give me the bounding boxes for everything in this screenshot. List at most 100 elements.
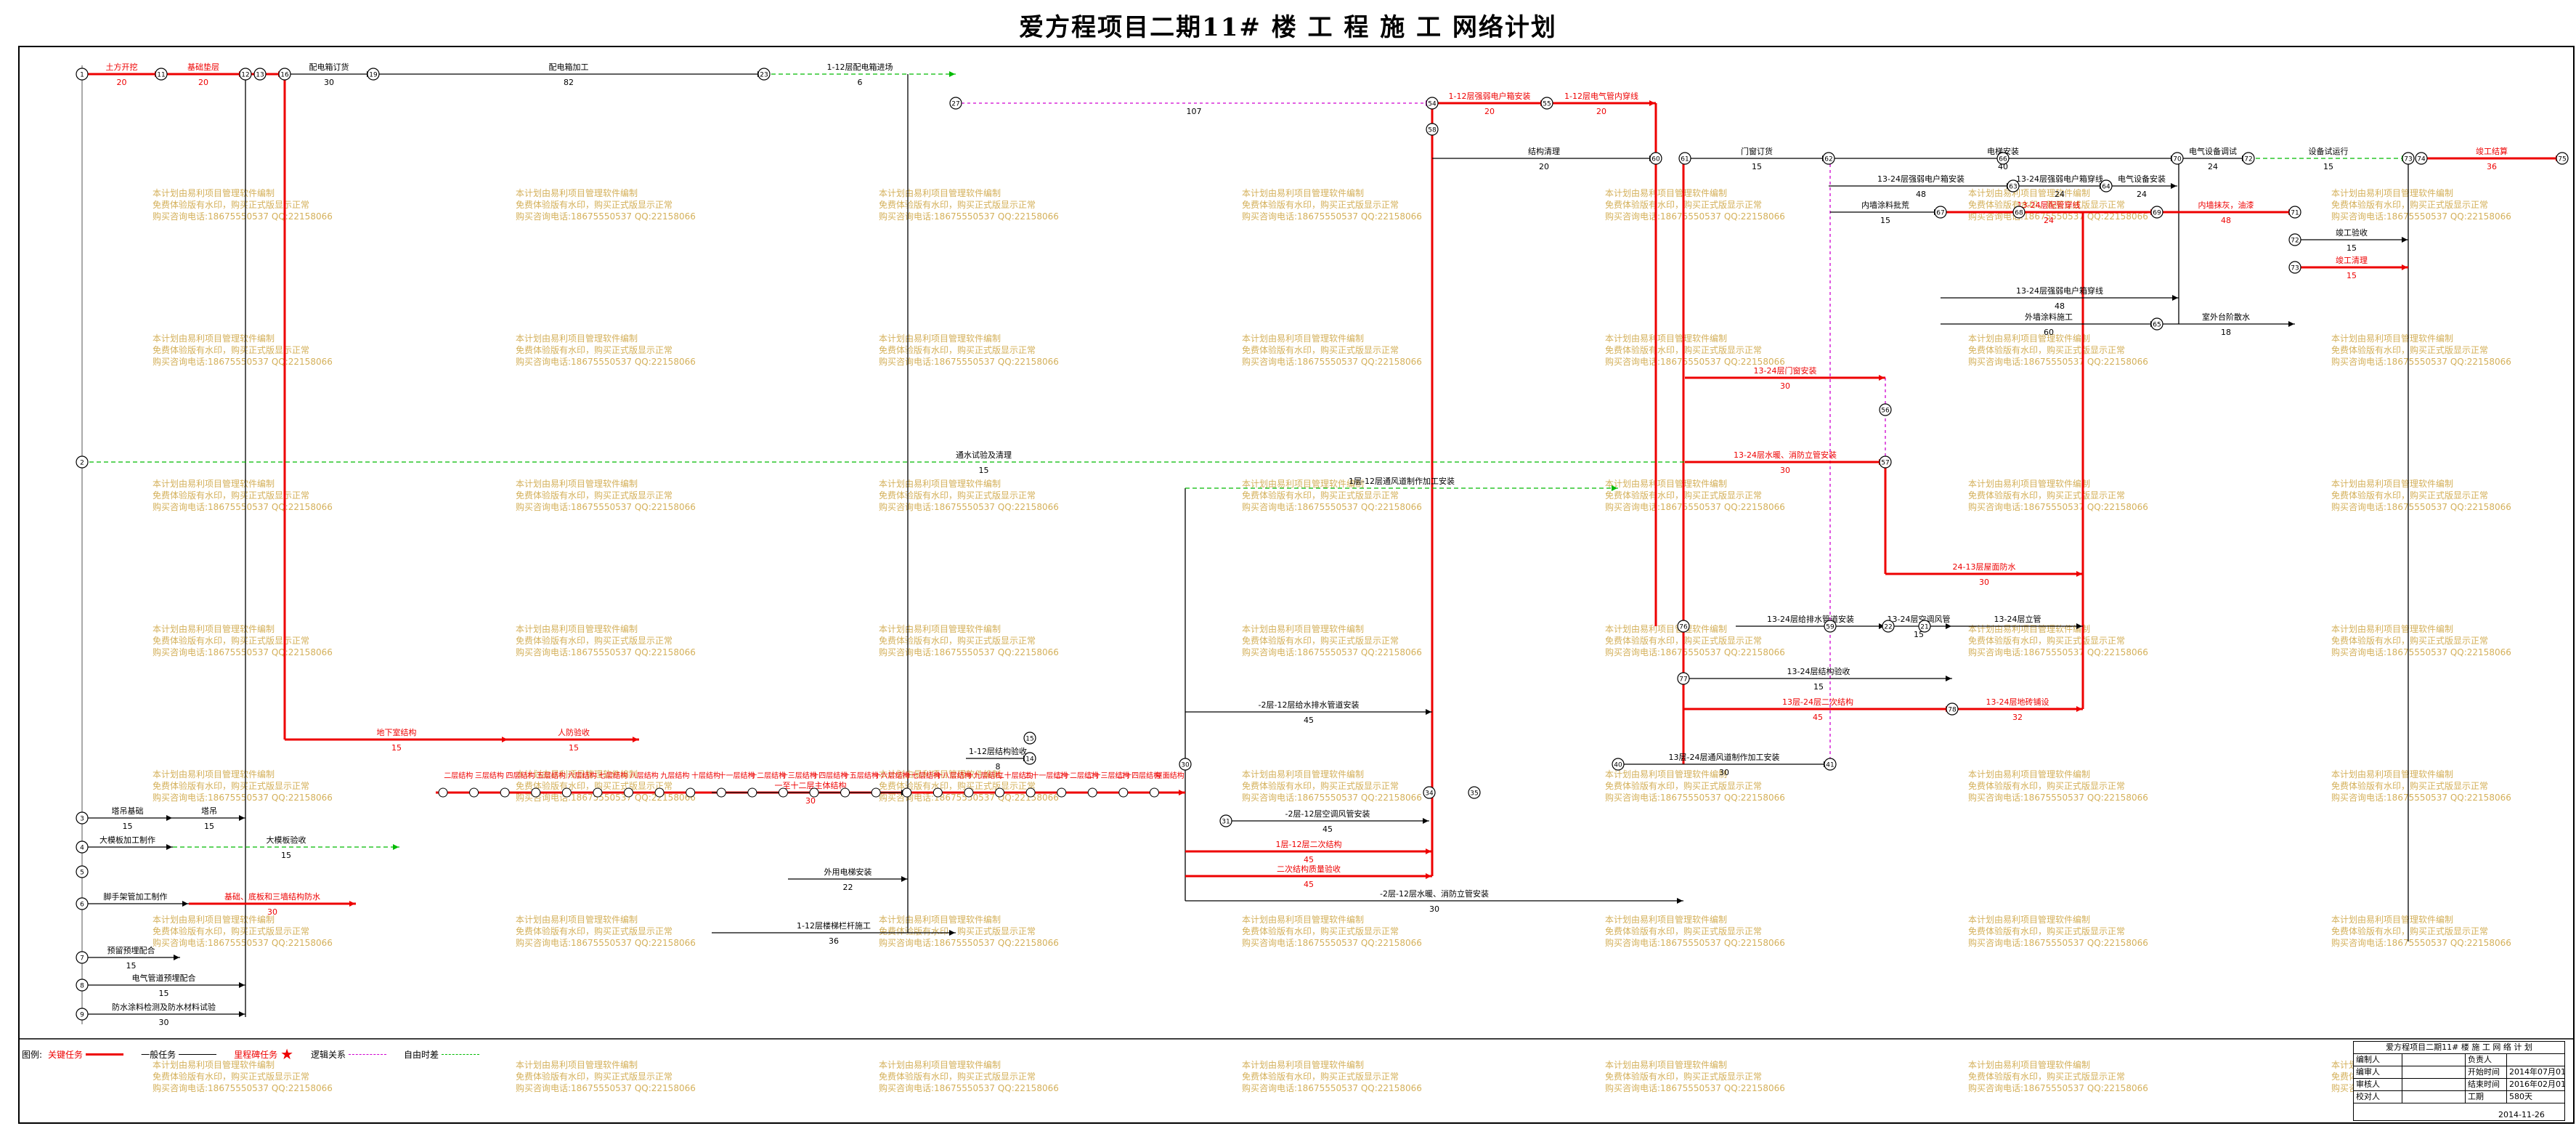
network-node[interactable]: 60 [1649,152,1662,165]
network-node[interactable]: 66 [1996,152,2010,165]
floor-structure-label: 十七层结构 [904,771,940,780]
floor-node[interactable] [686,787,696,798]
network-node[interactable]: 22 [1882,620,1895,633]
network-node[interactable]: 3 [76,811,89,825]
floor-node[interactable] [438,787,448,798]
node-circle [1426,97,1439,110]
network-node[interactable]: 59 [1824,620,1837,633]
floor-node[interactable] [871,787,881,798]
node-circle [2415,152,2428,165]
floor-node[interactable] [902,787,912,798]
floor-node[interactable] [1087,787,1097,798]
end-label: 结束时间 [2466,1079,2507,1090]
network-node[interactable]: 72 [2242,152,2255,165]
activity-label: 结构清理 [1528,146,1560,156]
floor-node[interactable] [716,787,726,798]
network-node[interactable]: 7 [76,951,89,964]
floor-node[interactable] [778,787,788,798]
network-node[interactable]: 69 [2150,206,2163,219]
network-node[interactable]: 56 [1879,403,1892,416]
node-number: 9 [80,1012,84,1019]
network-node[interactable]: 63 [2007,179,2020,193]
network-node[interactable]: 70 [2171,152,2184,165]
network-node[interactable]: 9 [76,1008,89,1021]
arrow-head [1423,818,1429,824]
node-circle [1822,152,1835,165]
watermark-text: 本计划由易利项目管理软件编制 [2331,914,2453,925]
activity-label: 二次结构质量验收 [1277,864,1341,874]
network-node[interactable]: 55 [1540,97,1553,110]
network-node[interactable]: 76 [1677,620,1690,633]
network-node[interactable]: 13 [253,68,267,81]
network-node[interactable]: 21 [1918,620,1931,633]
floor-node[interactable] [593,787,603,798]
network-node[interactable]: 34 [1423,786,1436,799]
floor-node[interactable] [469,787,479,798]
network-node[interactable]: 72 [2288,233,2301,246]
floor-node[interactable] [809,787,819,798]
network-node[interactable]: 15 [1023,732,1036,745]
network-node[interactable]: 75 [2556,152,2569,165]
floor-node[interactable] [840,787,850,798]
network-node[interactable]: 57 [1879,455,1892,469]
floor-node[interactable] [747,787,757,798]
floor-node[interactable] [1149,787,1159,798]
network-node[interactable]: 62 [1822,152,1835,165]
network-node[interactable]: 74 [2415,152,2428,165]
floor-node[interactable] [964,787,974,798]
network-node[interactable]: 27 [949,97,962,110]
network-node[interactable]: 2 [76,455,89,469]
activity-label: -2层-12层给水排水管道安装 [1259,700,1360,710]
network-node[interactable]: 64 [2100,179,2113,193]
floor-node[interactable] [1025,787,1036,798]
network-node[interactable]: 40 [1612,758,1625,771]
watermark-text: 免费体验版有水印，购买正式版显示正常 [153,199,309,210]
network-node[interactable]: 68 [2012,206,2026,219]
floor-node[interactable] [995,787,1004,798]
floor-node[interactable] [933,787,943,798]
floor-node[interactable] [1118,787,1129,798]
network-node[interactable]: 35 [1468,786,1481,799]
network-node[interactable]: 30 [1179,758,1192,771]
node-circle [1996,152,2010,165]
network-node[interactable]: 73 [2288,261,2301,274]
network-node[interactable]: 65 [2150,317,2163,331]
network-node[interactable]: 31 [1219,814,1232,827]
arrow-head [1649,100,1655,106]
floor-node[interactable] [1057,787,1067,798]
floor-node[interactable] [624,787,633,798]
network-node[interactable]: 41 [1824,758,1837,771]
network-node[interactable]: 6 [76,897,89,910]
node-number: 73 [2404,156,2412,163]
network-node[interactable]: 12 [239,68,252,81]
network-node[interactable]: 19 [367,68,380,81]
network-node[interactable]: 4 [76,841,89,854]
node-number: 54 [1428,101,1437,108]
network-node[interactable]: 54 [1426,97,1439,110]
floor-node[interactable] [531,787,541,798]
floor-node[interactable] [561,787,572,798]
watermark-text: 购买咨询电话:18675550537 QQ:22158066 [1242,211,1422,222]
network-node[interactable]: 73 [2402,152,2415,165]
network-node[interactable]: 8 [76,979,89,992]
watermark-text: 购买咨询电话:18675550537 QQ:22158066 [1242,1082,1422,1093]
network-node[interactable]: 61 [1678,152,1691,165]
network-node[interactable]: 16 [278,68,291,81]
network-node[interactable]: 1 [76,68,89,81]
network-node[interactable]: 78 [1946,702,1959,716]
network-node[interactable]: 11 [155,68,168,81]
network-node[interactable]: 5 [76,865,89,878]
network-node[interactable]: 71 [2288,206,2301,219]
node-number: 22 [1884,624,1892,631]
watermark-text: 本计划由易利项目管理软件编制 [153,478,275,489]
activity-duration: 36 [829,936,839,946]
floor-node[interactable] [500,787,510,798]
watermark-text: 本计划由易利项目管理软件编制 [1242,623,1364,634]
network-node[interactable]: 23 [757,68,771,81]
activity-label: 13-24层配管穿线 [2018,200,2081,210]
network-node[interactable]: 77 [1677,672,1690,685]
network-node[interactable]: 14 [1023,752,1036,765]
network-node[interactable]: 67 [1934,206,1947,219]
network-node[interactable]: 58 [1426,123,1439,136]
floor-node[interactable] [654,787,665,798]
